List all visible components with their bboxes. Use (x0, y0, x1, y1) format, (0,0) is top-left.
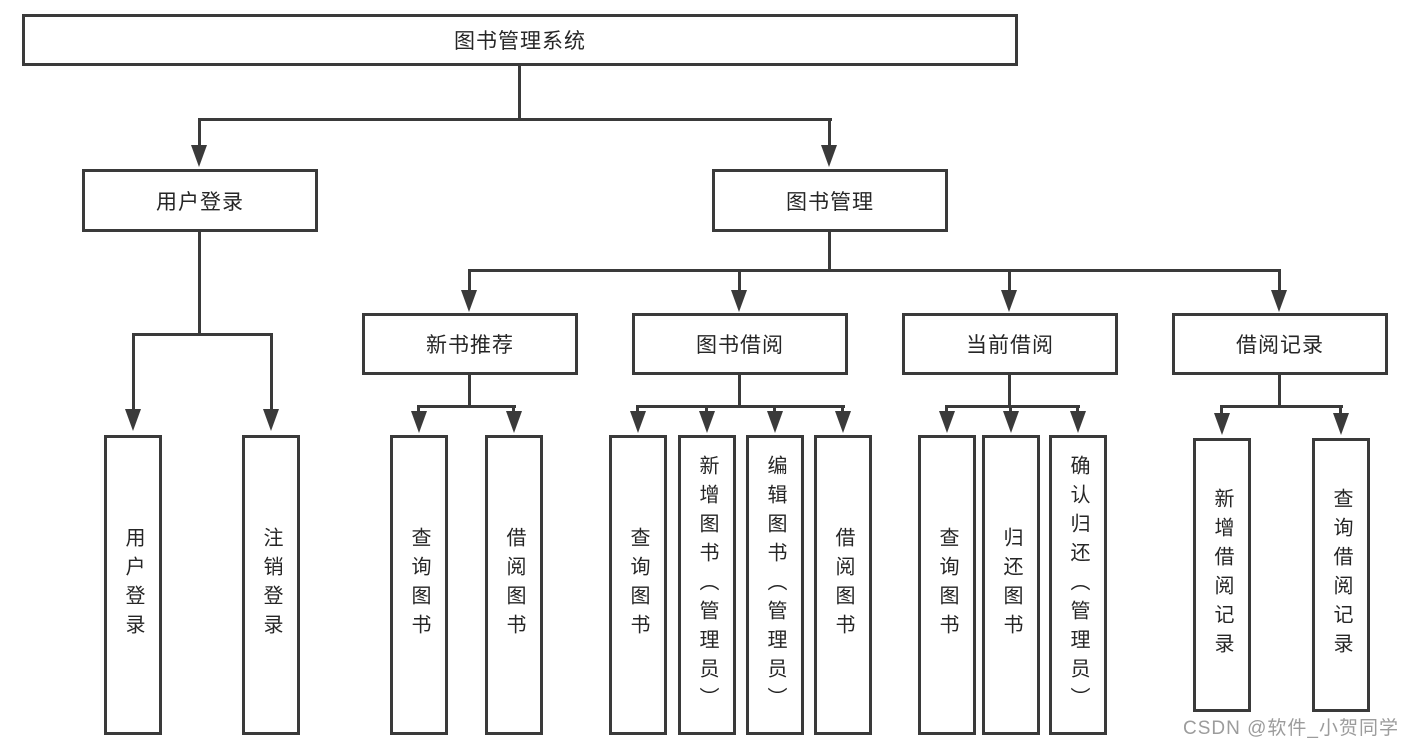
node-label: 图书管理系统 (454, 29, 586, 53)
connector-stem (1278, 375, 1281, 407)
connector-rail (417, 405, 516, 408)
leaf-query-book-recommend: 查询图书 (390, 435, 448, 735)
node-label: 查询图书 (936, 527, 958, 643)
node-current-borrowing: 当前借阅 (902, 313, 1118, 375)
leaf-query-book-current: 查询图书 (918, 435, 976, 735)
arrowhead-down (835, 411, 851, 433)
connector-stem (828, 118, 831, 148)
connector-stem (705, 405, 708, 412)
leaf-borrow-book-recommend: 借阅图书 (485, 435, 543, 735)
connector-stem (773, 405, 776, 412)
arrowhead-down (125, 409, 141, 431)
connector-level3-rail (468, 269, 1281, 272)
arrowhead-down (699, 411, 715, 433)
node-label: 新增借阅记录 (1211, 488, 1233, 662)
node-label: 图书管理 (786, 189, 874, 214)
connector-stem (1220, 405, 1223, 414)
connector-stem (945, 405, 948, 412)
leaf-query-borrow-record: 查询借阅记录 (1312, 438, 1370, 712)
connector-stem (738, 375, 741, 407)
leaf-borrow-book: 借阅图书 (814, 435, 872, 735)
connector-stem (132, 333, 135, 409)
connector-stem (1009, 405, 1012, 412)
node-label: 确认归还（管理员） (1067, 454, 1089, 716)
node-label: 新书推荐 (426, 333, 514, 357)
connector-rail (1220, 405, 1343, 408)
arrowhead-down (1214, 413, 1230, 435)
arrowhead-down (767, 411, 783, 433)
arrowhead-down (1003, 411, 1019, 433)
connector-stem (198, 232, 201, 335)
node-label: 借阅图书 (503, 527, 525, 643)
node-borrowing-records: 借阅记录 (1172, 313, 1388, 375)
connector-stem (1339, 405, 1342, 414)
connector-stem (1008, 269, 1011, 293)
node-label: 查询图书 (408, 527, 430, 643)
connector-stem (841, 405, 844, 412)
arrowhead-down (1271, 290, 1287, 312)
connector-stem (468, 375, 471, 407)
csdn-watermark: CSDN @软件_小贺同学 (1183, 718, 1399, 739)
connector-root-stem (518, 66, 521, 120)
node-library-management-system: 图书管理系统 (22, 14, 1018, 66)
arrowhead-down (630, 411, 646, 433)
leaf-edit-book-admin: 编辑图书（管理员） (746, 435, 804, 735)
arrowhead-down (461, 290, 477, 312)
leaf-confirm-return-admin: 确认归还（管理员） (1049, 435, 1107, 735)
node-user-login: 用户登录 (82, 169, 318, 232)
arrowhead-down (1070, 411, 1086, 433)
connector-stem (1008, 375, 1011, 407)
node-new-book-recommend: 新书推荐 (362, 313, 578, 375)
node-book-borrowing: 图书借阅 (632, 313, 848, 375)
node-label: 用户登录 (122, 527, 144, 643)
connector-stem (512, 405, 515, 412)
node-label: 当前借阅 (966, 333, 1054, 357)
connector-stem (198, 118, 201, 148)
node-label: 借阅图书 (832, 527, 854, 643)
arrowhead-down (411, 411, 427, 433)
node-label: 借阅记录 (1236, 333, 1324, 357)
arrowhead-down (263, 409, 279, 431)
node-label: 查询借阅记录 (1330, 488, 1352, 662)
leaf-add-borrow-record: 新增借阅记录 (1193, 438, 1251, 712)
leaf-user-login: 用户登录 (104, 435, 162, 735)
connector-level2-rail (198, 118, 832, 121)
connector-stem (468, 269, 471, 293)
node-label: 查询图书 (627, 527, 649, 643)
arrowhead-down (731, 290, 747, 312)
connector-stem (1076, 405, 1079, 412)
node-label: 图书借阅 (696, 333, 784, 357)
node-book-management: 图书管理 (712, 169, 948, 232)
leaf-add-book-admin: 新增图书（管理员） (678, 435, 736, 735)
connector-rail (945, 405, 1080, 408)
node-label: 用户登录 (156, 189, 244, 214)
connector-stem (828, 232, 831, 272)
arrowhead-down (191, 145, 207, 167)
arrowhead-down (1001, 290, 1017, 312)
connector-stem (738, 269, 741, 293)
connector-stem (417, 405, 420, 412)
connector-stem (636, 405, 639, 412)
connector-stem (1278, 269, 1281, 293)
arrowhead-down (506, 411, 522, 433)
arrowhead-down (1333, 413, 1349, 435)
node-label: 注销登录 (260, 527, 282, 643)
node-label: 新增图书（管理员） (696, 454, 718, 716)
leaf-logout-login: 注销登录 (242, 435, 300, 735)
leaf-return-book: 归还图书 (982, 435, 1040, 735)
connector-rail (132, 333, 273, 336)
node-label: 编辑图书（管理员） (764, 454, 786, 716)
arrowhead-down (821, 145, 837, 167)
connector-stem (270, 333, 273, 409)
connector-rail (636, 405, 845, 408)
arrowhead-down (939, 411, 955, 433)
leaf-query-book-borrowing: 查询图书 (609, 435, 667, 735)
node-label: 归还图书 (1000, 527, 1022, 643)
